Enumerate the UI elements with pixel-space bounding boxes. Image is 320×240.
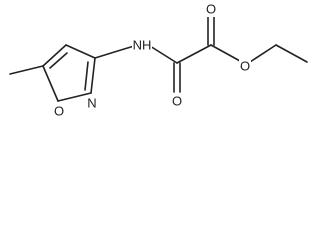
bond-n2-c3-inner — [84, 61, 89, 91]
bond-c3-c4 — [65, 44, 96, 59]
atom-label-ring-n: N — [87, 96, 96, 111]
bond-c4-c5 — [42, 44, 67, 67]
bond-c4-c5-inner — [49, 52, 68, 69]
atom-label-carbonyl-o: O — [206, 2, 216, 17]
bond-oester-ch2 — [249, 44, 277, 63]
atom-label-amide-o: O — [172, 94, 182, 109]
bond-ch2-ch3 — [275, 44, 308, 63]
bond-cester-oester — [210, 44, 241, 62]
atom-label-nh: NH — [133, 38, 152, 53]
molecule-canvas: NH N O O O O — [9, 1, 308, 119]
bond-nh-camide — [149, 45, 178, 64]
atom-label-ester-o: O — [240, 59, 250, 74]
bond-c3-nh — [94, 45, 135, 59]
chemical-structure-drawing: NH N O O O O — [9, 1, 308, 119]
atom-label-ring-o: O — [54, 104, 64, 119]
bond-camide-cester — [176, 44, 212, 64]
bond-n2-c3 — [90, 57, 96, 94]
bond-o1-n2 — [57, 92, 92, 102]
bond-methyl — [9, 65, 44, 75]
bond-c5-o1 — [42, 65, 59, 102]
